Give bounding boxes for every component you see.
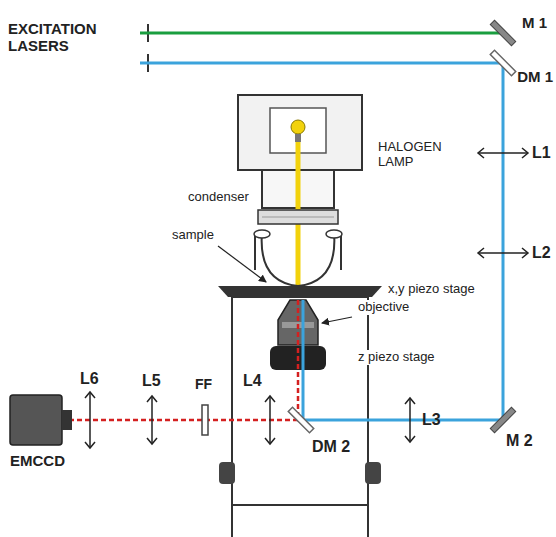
emission-filter [202,405,208,435]
blue-beam [303,419,503,422]
blue-beam [502,63,505,420]
part-label: x,y piezo stage [388,282,475,297]
part-label: L4 [243,372,262,390]
lamp-bulb [291,120,305,134]
part-label: condenser [188,190,249,205]
focus-knob [219,462,235,484]
microscope-body [232,297,368,505]
xy-stage [218,286,382,297]
mirror [490,407,515,432]
blue-beam [302,300,305,420]
green-beam [140,32,503,35]
part-label: FF [195,376,212,392]
mirror [490,20,515,45]
sample-holder [262,232,335,286]
part-label: DM 1 [517,68,553,85]
part-label: z piezo stage [356,350,437,365]
lens-symbol [85,148,528,448]
bulb-base [295,134,301,142]
leader-arrow [322,317,352,323]
part-label: L3 [422,411,441,429]
objective-lens [278,300,318,345]
leader-arrow [218,246,266,282]
camera-body [10,395,62,445]
emission-beam [297,300,300,420]
part-label: L1 [532,144,551,162]
part-label: sample [172,228,214,243]
part-label: L5 [142,372,161,390]
sample-holder [255,232,341,270]
dichroic-mirror [490,50,515,75]
emission-beam [70,419,298,422]
part-label: DM 2 [312,438,350,456]
focus-knob [365,462,381,484]
condenser-detail [262,217,334,218]
part-label: L6 [80,370,99,388]
illumination-beam [296,130,301,288]
part-label: EMCCD [10,452,65,469]
part-label: M 2 [506,432,533,450]
part-label: HALOGEN LAMP [378,140,458,170]
part-label: L2 [532,244,551,262]
dichroic-mirror [288,407,313,432]
sample-tube [326,230,342,238]
blue-beam [140,62,503,65]
microscope-base [232,505,368,537]
part-label: M 1 [522,14,547,31]
part-label: objective [356,300,411,315]
part-label: EXCITATION LASERS [8,20,136,55]
camera-lens-mount [62,410,72,430]
sample-tube [254,230,270,238]
condenser-lens [258,210,338,224]
